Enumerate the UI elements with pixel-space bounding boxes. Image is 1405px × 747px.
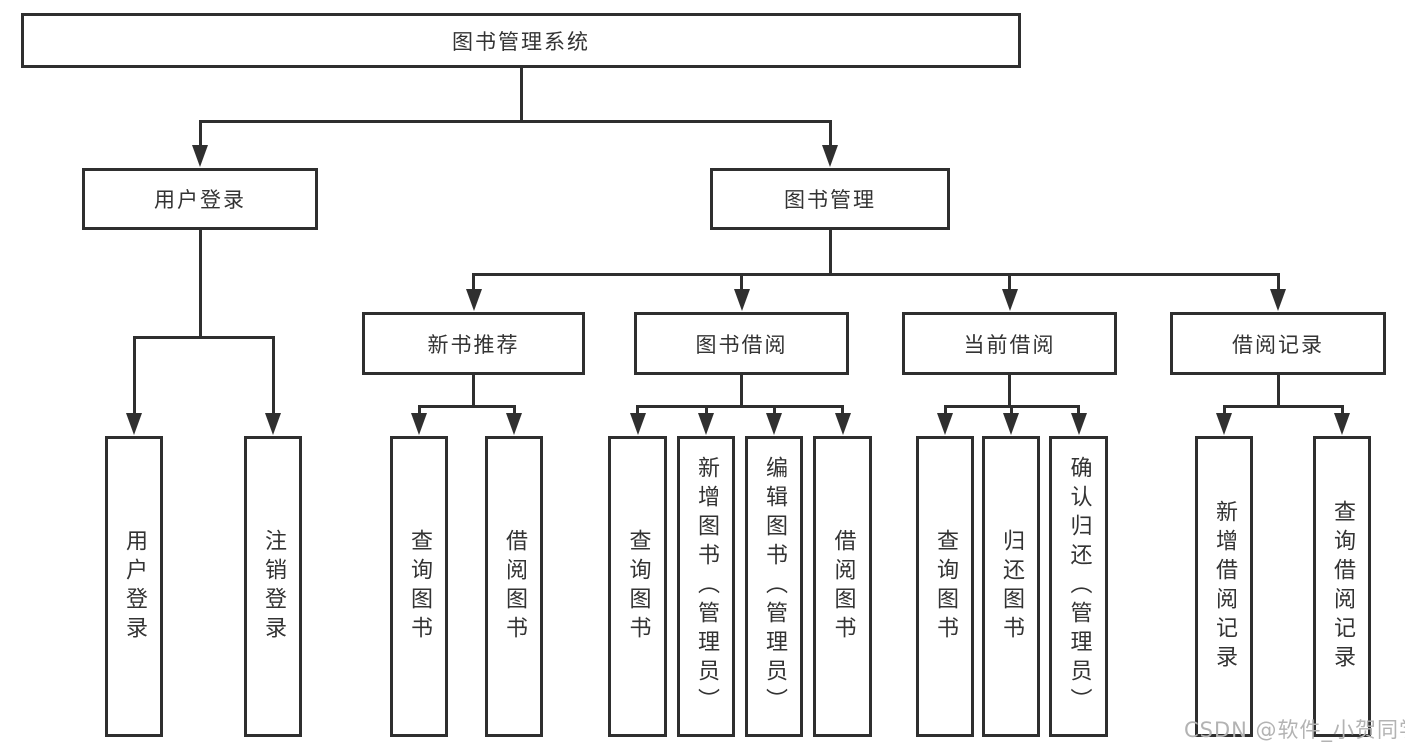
node-label: 注销登录 — [261, 528, 286, 645]
node-label: 归还图书 — [999, 528, 1024, 645]
arrow-down-icon — [1001, 289, 1018, 311]
node-root: 图书管理系统 — [21, 13, 1021, 68]
node-label: 新增图书（管理员） — [694, 456, 719, 717]
connector-line — [132, 336, 136, 420]
connector-line — [1008, 375, 1011, 408]
node-confirm-return: 确认归还（管理员） — [1049, 436, 1108, 737]
connector-line — [472, 273, 1280, 276]
node-user-login-leaf: 用户登录 — [105, 436, 163, 737]
connector-line — [1009, 405, 1013, 420]
connector-line — [636, 405, 844, 408]
arrow-down-icon — [1003, 413, 1019, 435]
node-query-book-new: 查询图书 — [390, 436, 448, 737]
node-label: 图书借阅 — [695, 332, 788, 357]
arrow-down-icon — [506, 413, 522, 435]
node-user-login-group: 用户登录 — [82, 168, 318, 230]
node-label: 查询图书 — [407, 528, 432, 645]
node-label: 查询图书 — [933, 528, 958, 645]
arrow-down-icon — [834, 413, 851, 435]
connector-line — [1340, 405, 1344, 420]
node-current-borrow: 当前借阅 — [902, 312, 1117, 375]
node-borrow-records: 借阅记录 — [1170, 312, 1386, 375]
connector-line — [636, 405, 639, 420]
node-add-book: 新增图书（管理员） — [677, 436, 735, 737]
node-query-book-borrow: 查询图书 — [608, 436, 667, 737]
arrow-down-icon — [937, 413, 953, 435]
node-label: 用户登录 — [122, 528, 147, 645]
node-logout-leaf: 注销登录 — [244, 436, 302, 737]
node-label: 查询图书 — [625, 528, 651, 645]
connector-line — [841, 405, 844, 420]
node-label: 借阅图书 — [502, 528, 527, 645]
node-label: 借阅图书 — [830, 528, 856, 645]
arrow-down-icon — [822, 145, 838, 167]
connector-line — [198, 230, 202, 339]
arrow-down-icon — [1270, 289, 1286, 311]
node-label: 新书推荐 — [427, 332, 520, 357]
node-label: 用户登录 — [154, 188, 246, 212]
connector-line — [828, 120, 832, 152]
node-label: 确认归还（管理员） — [1066, 456, 1092, 717]
arrow-down-icon — [411, 413, 427, 435]
connector-line — [198, 120, 202, 152]
connector-line — [271, 336, 275, 420]
node-label: 当前借阅 — [963, 332, 1056, 357]
arrow-down-icon — [698, 413, 714, 435]
connector-line — [1276, 375, 1280, 408]
arrow-down-icon — [766, 413, 782, 435]
node-query-book-current: 查询图书 — [916, 436, 974, 737]
connector-line — [417, 405, 516, 408]
node-return-book: 归还图书 — [982, 436, 1040, 737]
connector-line — [772, 405, 776, 420]
arrow-down-icon — [1070, 413, 1087, 435]
connector-line — [519, 68, 523, 123]
connector-line — [704, 405, 708, 420]
arrow-down-icon — [733, 289, 750, 311]
node-add-borrow-record: 新增借阅记录 — [1195, 436, 1253, 737]
node-label: 编辑图书（管理员） — [762, 456, 787, 717]
watermark: CSDN @软件_小贺同学 — [1184, 718, 1405, 742]
connector-line — [198, 120, 832, 123]
connector-line — [1222, 405, 1226, 420]
arrow-down-icon — [265, 413, 281, 435]
connector-line — [512, 405, 516, 420]
connector-line — [472, 273, 475, 296]
connector-line — [828, 230, 832, 276]
connector-line — [740, 273, 743, 296]
connector-line — [417, 405, 421, 420]
connector-line — [132, 336, 275, 339]
node-book-mgmt: 图书管理 — [710, 168, 950, 230]
node-new-book-rec: 新书推荐 — [362, 312, 585, 375]
node-borrow-book-borrow: 借阅图书 — [813, 436, 872, 737]
node-label: 借阅记录 — [1232, 332, 1324, 357]
connector-line — [1222, 405, 1344, 408]
arrow-down-icon — [192, 145, 208, 167]
node-borrow-book-new: 借阅图书 — [485, 436, 543, 737]
node-label: 新增借阅记录 — [1212, 499, 1237, 674]
node-edit-book: 编辑图书（管理员） — [745, 436, 803, 737]
connector-line — [1008, 273, 1011, 296]
arrow-down-icon — [126, 413, 142, 435]
arrow-down-icon — [1334, 413, 1350, 435]
connector-line — [740, 375, 743, 408]
connector-line — [1276, 273, 1280, 296]
arrow-down-icon — [629, 413, 646, 435]
node-label: 图书管理系统 — [452, 29, 590, 54]
node-label: 图书管理 — [784, 188, 876, 212]
node-query-borrow-record: 查询借阅记录 — [1313, 436, 1371, 737]
node-book-borrow: 图书借阅 — [634, 312, 849, 375]
connector-line — [1077, 405, 1080, 420]
node-label: 查询借阅记录 — [1330, 499, 1355, 674]
arrow-down-icon — [465, 289, 482, 311]
connector-line — [472, 375, 475, 408]
connector-line — [943, 405, 947, 420]
arrow-down-icon — [1216, 413, 1232, 435]
